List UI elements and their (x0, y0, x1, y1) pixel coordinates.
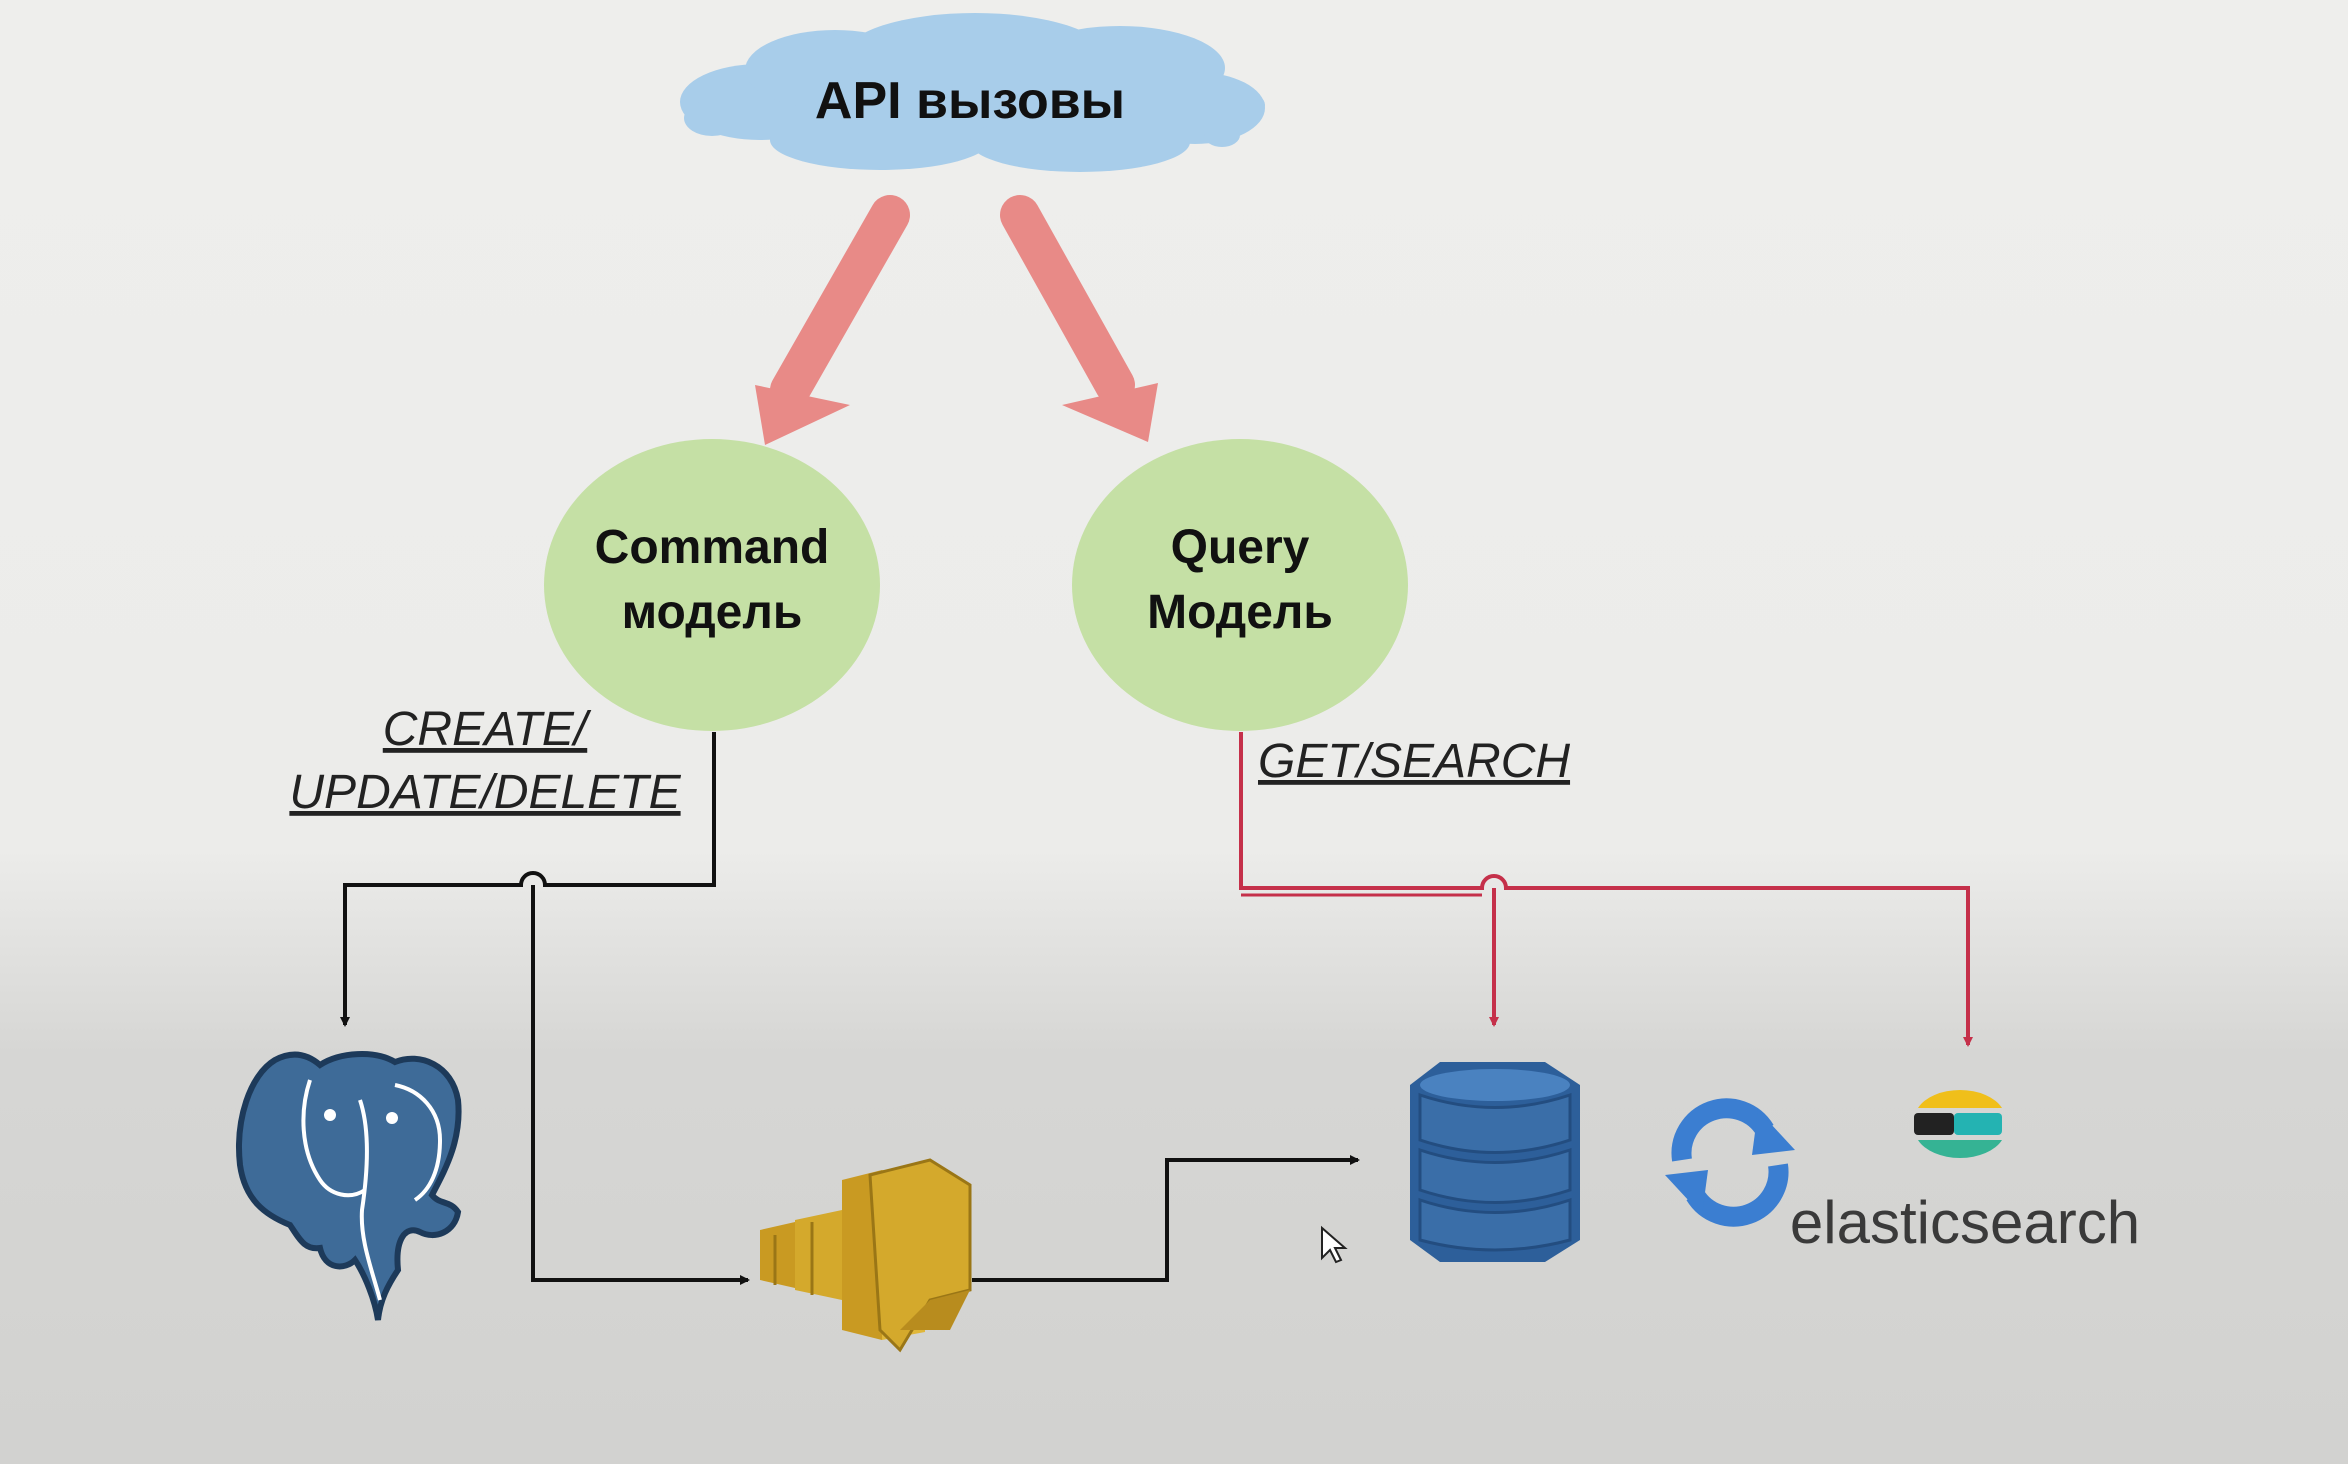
elasticsearch-logo-icon (1914, 1090, 2002, 1158)
query-model-line1: Query (1171, 521, 1310, 574)
read-ops-label: GET/SEARCH (1258, 735, 1570, 788)
big-arrow-to-query (1000, 195, 1158, 442)
sync-arrows-icon (1665, 1098, 1795, 1227)
write-ops-line2: UPDATE/DELETE (289, 766, 681, 819)
postgresql-elephant-icon (236, 1051, 462, 1321)
elasticsearch-label: elasticsearch (1790, 1189, 2140, 1256)
message-queue-icon (760, 1158, 972, 1353)
write-ops-label: CREATE/ UPDATE/DELETE (289, 703, 681, 819)
command-model-node: Command модель (544, 439, 880, 731)
command-model-line2: модель (622, 586, 803, 639)
read-connectors (1239, 732, 1973, 1047)
write-connectors (340, 732, 1360, 1285)
mouse-cursor-icon (1321, 1225, 1348, 1264)
database-stack-icon (1410, 1062, 1580, 1262)
api-cloud: API вызовы (680, 13, 1265, 172)
big-arrow-to-command (755, 195, 910, 445)
query-model-line2: Модель (1147, 586, 1333, 639)
query-model-node: Query Модель (1072, 439, 1408, 731)
command-model-line1: Command (595, 521, 830, 574)
api-calls-label: API вызовы (815, 72, 1125, 130)
write-ops-line1: CREATE/ (383, 703, 592, 756)
